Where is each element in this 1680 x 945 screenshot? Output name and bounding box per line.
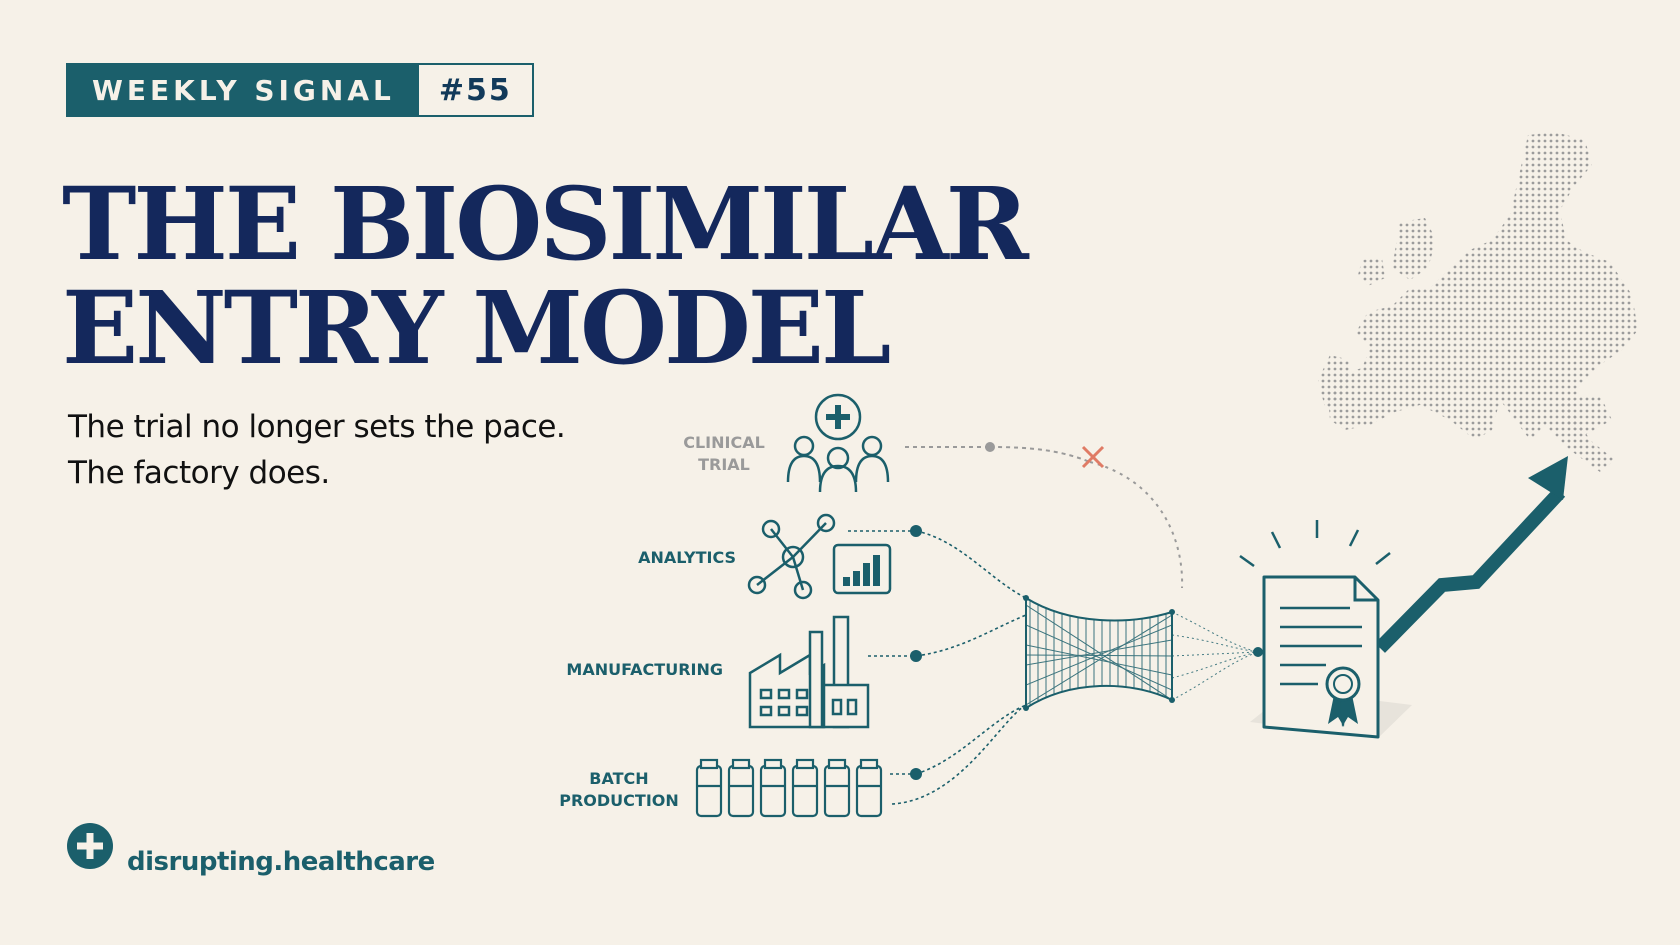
weekly-signal-badge: WEEKLY SIGNAL #55 bbox=[66, 63, 534, 117]
subtitle: The trial no longer sets the pace. The f… bbox=[68, 404, 566, 496]
people-icon bbox=[786, 435, 890, 493]
output-node bbox=[1253, 647, 1263, 657]
brand: disrupting.healthcare bbox=[67, 823, 435, 877]
issue-number: #55 bbox=[418, 65, 532, 115]
input-connectors bbox=[848, 530, 1027, 805]
title-line-2: ENTRY MODEL bbox=[62, 269, 891, 387]
vial-icon bbox=[759, 758, 787, 818]
analytics-label: ANALYTICS bbox=[638, 548, 736, 567]
bar-chart-icon bbox=[832, 543, 892, 595]
award-seal-icon bbox=[1325, 666, 1361, 727]
vial-icon bbox=[727, 758, 755, 818]
subtitle-line-2: The factory does. bbox=[68, 455, 330, 491]
trend-arrow-icon bbox=[1375, 456, 1568, 653]
vial-icon bbox=[855, 758, 883, 818]
clinical-trial-label-line-1: CLINICAL bbox=[683, 433, 765, 452]
badge-label: WEEKLY SIGNAL bbox=[68, 65, 419, 115]
network-icon bbox=[747, 513, 836, 600]
batch-production-label: BATCH PRODUCTION bbox=[559, 769, 679, 810]
cross-circle-icon bbox=[67, 823, 113, 869]
clinical-trial-label: CLINICAL TRIAL bbox=[683, 433, 765, 474]
cross-circle-icon bbox=[814, 393, 862, 441]
output-rays bbox=[1171, 611, 1259, 701]
funnel-mesh-icon bbox=[1023, 595, 1175, 711]
title-line-1: THE BIOSIMILAR bbox=[62, 165, 1029, 283]
vial-icon bbox=[823, 758, 851, 818]
vial-icon bbox=[695, 758, 723, 818]
batch-production-label-line-1: BATCH bbox=[589, 769, 648, 788]
trial-connector bbox=[905, 442, 1184, 589]
vial-row bbox=[695, 758, 883, 818]
certificate-icon bbox=[1239, 520, 1412, 739]
subtitle-line-1: The trial no longer sets the pace. bbox=[68, 409, 566, 445]
brand-name: disrupting.healthcare bbox=[127, 847, 435, 877]
batch-production-label-line-2: PRODUCTION bbox=[559, 791, 679, 810]
clinical-trial-label-line-2: TRIAL bbox=[698, 455, 750, 474]
vial-icon bbox=[791, 758, 819, 818]
x-mark-icon bbox=[1081, 445, 1105, 469]
connector-dots bbox=[910, 525, 922, 780]
page-title: THE BIOSIMILAR ENTRY MODEL bbox=[62, 165, 1029, 387]
factory-icon bbox=[748, 615, 870, 729]
manufacturing-label: MANUFACTURING bbox=[566, 660, 723, 679]
clinical-trial-icon bbox=[786, 393, 890, 493]
europe-map-icon bbox=[1318, 132, 1638, 472]
glow-marks bbox=[1239, 520, 1391, 568]
